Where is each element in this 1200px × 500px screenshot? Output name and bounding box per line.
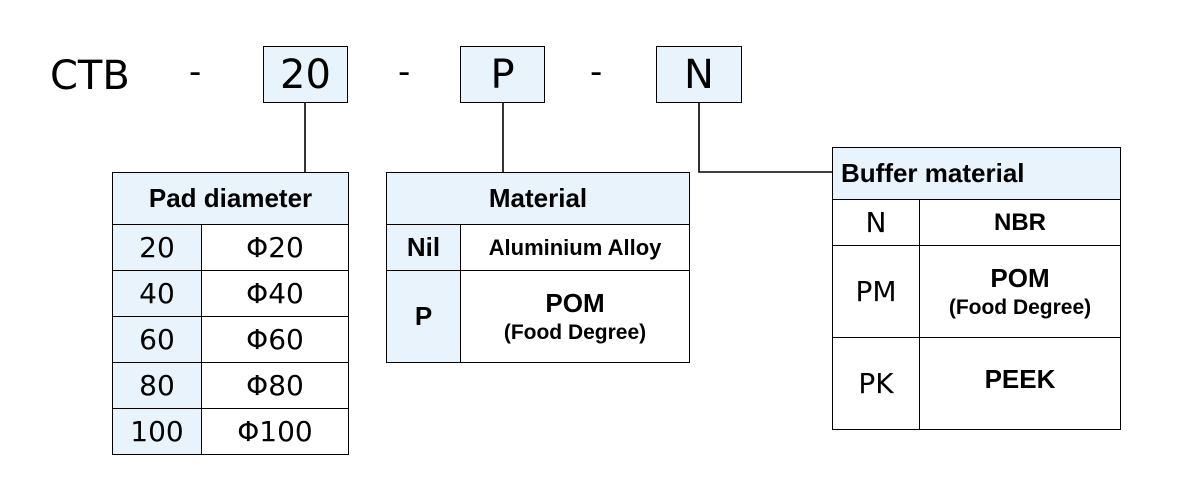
pad-diameter-table: Pad diameter 20 Φ20 40 Φ40 60 Φ60 80 Φ80… bbox=[111, 172, 350, 455]
pad-diameter-code: 20 bbox=[112, 224, 202, 271]
material-value: POM bbox=[545, 288, 605, 318]
table-row: 60 Φ60 bbox=[112, 316, 350, 363]
code-segment-diameter: 20 bbox=[263, 46, 348, 103]
separator-3: - bbox=[590, 52, 603, 92]
pad-diameter-code: 40 bbox=[112, 270, 202, 317]
table-row: 80 Φ80 bbox=[112, 362, 350, 409]
buffer-code: PM bbox=[832, 245, 920, 338]
buffer-value-cell: POM (Food Degree) bbox=[919, 245, 1121, 338]
material-value-cell: POM (Food Degree) bbox=[459, 270, 691, 363]
buffer-code: PK bbox=[832, 337, 920, 430]
pad-diameter-code: 100 bbox=[112, 408, 202, 455]
separator-2: - bbox=[398, 52, 411, 92]
table-row: PK PEEK bbox=[832, 337, 1121, 430]
material-note: (Food Degree) bbox=[503, 321, 647, 344]
buffer-value: POM bbox=[990, 263, 1050, 293]
buffer-material-title: Buffer material bbox=[832, 147, 1121, 200]
table-row: 40 Φ40 bbox=[112, 270, 350, 317]
table-row: Nil Aluminium Alloy bbox=[386, 224, 691, 271]
connector-buffer bbox=[698, 102, 832, 173]
code-segment-buffer-label: N bbox=[684, 51, 714, 98]
pad-diameter-code: 80 bbox=[112, 362, 202, 409]
buffer-value: NBR bbox=[919, 199, 1121, 246]
pad-diameter-code: 60 bbox=[112, 316, 202, 363]
table-row: 100 Φ100 bbox=[112, 408, 350, 455]
pad-diameter-value: Φ60 bbox=[200, 316, 350, 363]
code-segment-material: P bbox=[460, 46, 545, 103]
separator-1: - bbox=[189, 52, 202, 92]
material-value: Aluminium Alloy bbox=[459, 224, 691, 271]
code-segment-buffer: N bbox=[656, 46, 742, 103]
material-title: Material bbox=[385, 172, 691, 225]
buffer-value: PEEK bbox=[919, 337, 1121, 430]
buffer-material-table: Buffer material N NBR PM POM (Food Degre… bbox=[832, 147, 1121, 430]
code-segment-material-label: P bbox=[490, 51, 515, 98]
pad-diameter-value: Φ80 bbox=[200, 362, 350, 409]
buffer-note: (Food Degree) bbox=[948, 296, 1092, 319]
table-row: 20 Φ20 bbox=[112, 224, 350, 271]
table-row: N NBR bbox=[832, 199, 1121, 246]
code-segment-diameter-label: 20 bbox=[280, 51, 331, 98]
pad-diameter-value: Φ100 bbox=[200, 408, 350, 455]
material-table: Material Nil Aluminium Alloy P POM (Food… bbox=[385, 172, 691, 363]
pad-diameter-value: Φ40 bbox=[200, 270, 350, 317]
table-row: PM POM (Food Degree) bbox=[832, 245, 1121, 338]
material-code: P bbox=[386, 270, 461, 363]
pad-diameter-value: Φ20 bbox=[200, 224, 350, 271]
material-code: Nil bbox=[386, 224, 461, 271]
buffer-code: N bbox=[832, 199, 920, 246]
pad-diameter-title: Pad diameter bbox=[111, 172, 350, 225]
model-prefix: CTB bbox=[50, 53, 130, 99]
table-row: P POM (Food Degree) bbox=[386, 270, 691, 363]
